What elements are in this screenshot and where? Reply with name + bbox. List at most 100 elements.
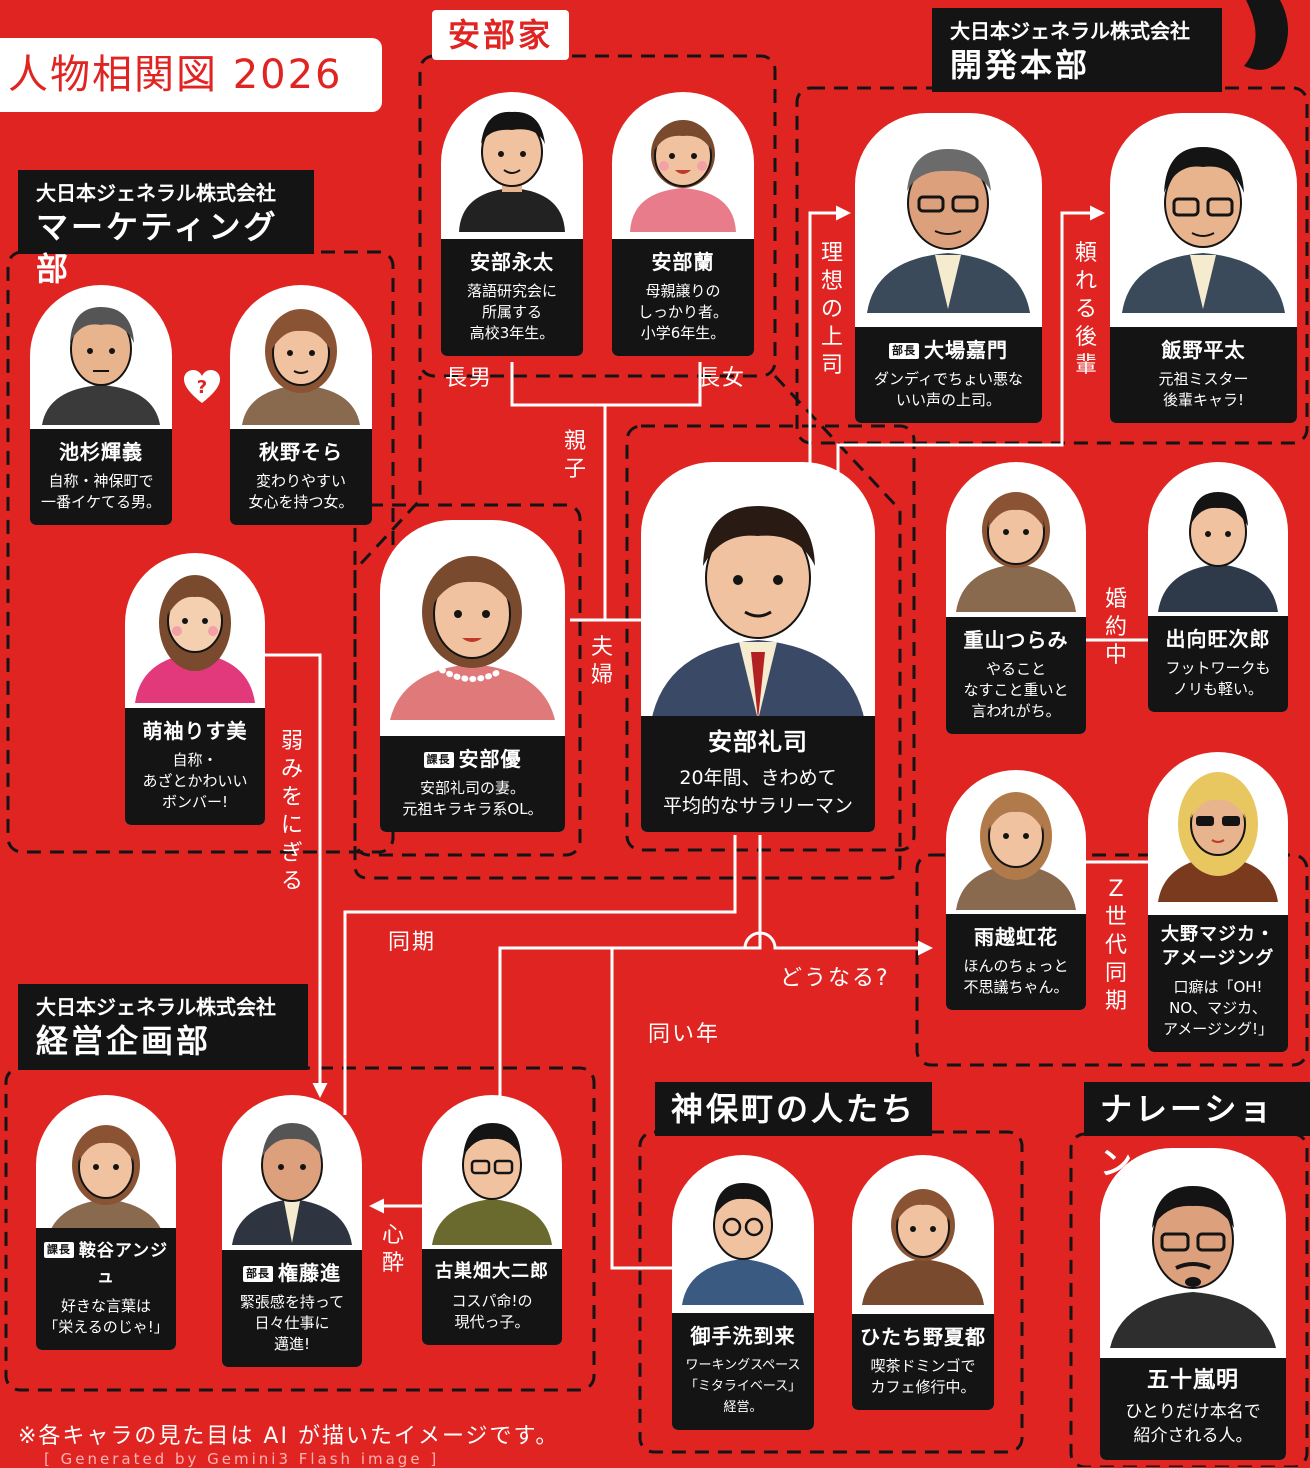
name-amakoshi: 雨越虹花 [974, 925, 1058, 949]
yu-border [353, 503, 582, 857]
desc-furusu: コスパ命!の 現代っ子。 [451, 1292, 533, 1331]
name-kuratani: 鞍谷アンジュ [78, 1241, 169, 1287]
nameplate-amakoshi: 雨越虹花 ほんのちょっと 不思議ちゃん。 [946, 914, 1086, 1010]
nameplate-moesode: 萌袖りす美 自称・ あざとかわいい ボンバー! [125, 708, 265, 825]
marketing-border [6, 250, 395, 854]
portrait-eita-icon [459, 111, 565, 232]
name-moesode: 萌袖りす美 [142, 719, 248, 743]
desc-gondo: 緊張感を持って 日々仕事に 邁進! [239, 1293, 345, 1353]
name-ikesugi: 池杉輝義 [59, 440, 143, 464]
credit: [ Generated by Gemini3 Flash image ] [44, 1450, 440, 1468]
line-onaidoshi [498, 946, 745, 1120]
rel-chonan: 長男 [445, 366, 494, 391]
card-furusu: 古巣畑大二郎 コスパ命!の 現代っ子。 [422, 1095, 562, 1345]
desc-demukai: フットワークも ノリも軽い。 [1165, 659, 1271, 698]
desc-hitachino: 喫茶ドミンゴで カフェ修行中。 [870, 1357, 976, 1396]
portrait-mitarai-icon [682, 1183, 804, 1305]
desc-ono: 口癖は「OH! NO、マジカ、 アメージング!」 [1163, 978, 1273, 1038]
desc-ooba: ダンディでちょい悪な いい声の上司。 [874, 370, 1023, 409]
group-label-dev: 大日本ジェネラル株式会社 開発本部 [932, 8, 1222, 92]
card-mitarai: 御手洗到来 ワーキングスペース 「ミタライベース」 経営。 [672, 1155, 814, 1430]
card-igarashi: 五十嵐明 ひとりだけ本名で 紹介される人。 [1100, 1148, 1286, 1460]
desc-reiji: 20年間、きわめて 平均的なサラリーマン [662, 767, 853, 817]
portrait-hitachino-icon [862, 1189, 984, 1305]
portrait-ono-icon [1158, 772, 1278, 902]
name-furusu: 古巣畑大二郎 [435, 1261, 549, 1282]
nameplate-reiji: 安部礼司 20年間、きわめて 平均的なサラリーマン [641, 716, 875, 832]
portrait-ooba-icon [867, 149, 1030, 313]
rel-yowami: 弱みをにぎる [280, 729, 305, 894]
rel-fuufu: 夫婦 [590, 635, 615, 688]
portrait-moesode-icon [135, 575, 255, 703]
line-riso [808, 205, 851, 480]
nameplate-mitarai: 御手洗到来 ワーキングスペース 「ミタライベース」 経営。 [672, 1313, 814, 1430]
portrait-iino-icon [1122, 147, 1285, 313]
badge-ooba: 部長 [889, 343, 919, 359]
card-hitachino: ひたち野夏都 喫茶ドミンゴで カフェ修行中。 [852, 1155, 994, 1410]
name-eita: 安部永太 [470, 250, 554, 274]
portrait-shigeyama-icon [956, 492, 1076, 612]
line-onaidoshi-2 [610, 948, 680, 1270]
line-tayoreru [836, 205, 1105, 495]
card-akino: 秋野そら 変わりやすい 女心を持つ女。 [230, 285, 372, 525]
page-title: 人物相関図 2026 [8, 52, 343, 98]
card-kuratani: 課長鞍谷アンジュ 好きな言葉は 「栄えるのじゃ!」 [36, 1095, 176, 1350]
abe-family-border-ext [353, 374, 902, 880]
zgen-border [915, 853, 1309, 1067]
nameplate-yu: 課長安部優 安部礼司の妻。 元祖キラキラ系OL。 [380, 736, 565, 832]
card-eita: 安部永太 落語研究会に 所属する 高校3年生。 [441, 92, 583, 356]
card-iino: 飯野平太 元祖ミスター 後輩キャラ! [1110, 113, 1297, 423]
rel-douka: 同期 [388, 930, 437, 955]
portrait-ran-icon [630, 120, 736, 232]
nameplate-gondo: 部長権藤進 緊張感を持って 日々仕事に 邁進! [222, 1250, 362, 1367]
portrait-ikesugi-icon [42, 307, 160, 425]
name-reiji: 安部礼司 [708, 728, 808, 756]
name-hitachino: ひたち野夏都 [860, 1325, 986, 1349]
nameplate-shigeyama: 重山つらみ やること なすこと重いと 言われがち。 [946, 617, 1086, 734]
name-iino: 飯野平太 [1161, 338, 1246, 362]
portrait-demukai-icon [1158, 492, 1278, 612]
nameplate-furusu: 古巣畑大二郎 コスパ命!の 現代っ子。 [422, 1249, 562, 1345]
desc-iino: 元祖ミスター 後輩キャラ! [1158, 370, 1249, 409]
name-ran: 安部蘭 [651, 250, 715, 274]
name-shigeyama: 重山つらみ [963, 628, 1069, 652]
group-label-narration: ナレーション [1084, 1082, 1310, 1182]
rel-tayoreru: 頼れる後輩 [1074, 241, 1099, 378]
nameplate-eita: 安部永太 落語研究会に 所属する 高校3年生。 [441, 239, 583, 356]
line-ran [605, 362, 702, 407]
line-eita [510, 362, 605, 407]
rel-onaidoshi: 同い年 [648, 1022, 721, 1047]
name-ono: 大野マジカ・ アメージング [1161, 924, 1275, 969]
footnote: ※各キャラの見た目は AI が描いたイメージです。 [18, 1424, 560, 1449]
badge-kuratani: 課長 [43, 1242, 74, 1258]
rel-shinsui: 心酔 [381, 1223, 406, 1276]
group-label-planning: 大日本ジェネラル株式会社 経営企画部 [18, 984, 308, 1070]
desc-kuratani: 好きな言葉は 「栄えるのじゃ!」 [43, 1297, 169, 1336]
desc-igarashi: ひとりだけ本名で 紹介される人。 [1125, 1402, 1261, 1446]
card-shigeyama: 重山つらみ やること なすこと重いと 言われがち。 [946, 462, 1086, 734]
card-gondo: 部長権藤進 緊張感を持って 日々仕事に 邁進! [222, 1095, 362, 1367]
group-label-jimbocho: 神保町の人たち [655, 1082, 933, 1136]
card-ono: 大野マジカ・ アメージング 口癖は「OH! NO、マジカ、 アメージング!」 [1148, 752, 1288, 1052]
nameplate-ran: 安部蘭 母親譲りの しっかり者。 小学6年生。 [612, 239, 754, 356]
portrait-yu-icon [390, 556, 555, 720]
name-igarashi: 五十嵐明 [1146, 1368, 1239, 1393]
heart-question: ? [197, 377, 207, 398]
rel-riso: 理想の上司 [820, 241, 845, 378]
decorative-shape [1244, 0, 1288, 70]
desc-eita: 落語研究会に 所属する 高校3年生。 [466, 282, 557, 342]
card-moesode: 萌袖りす美 自称・ あざとかわいい ボンバー! [125, 553, 265, 825]
name-mitarai: 御手洗到来 [690, 1324, 796, 1348]
reiji-border [625, 424, 916, 852]
group-label-abe: 安部家 [432, 10, 570, 60]
line-yowami [264, 653, 328, 1098]
rel-konyaku: 婚約中 [1104, 587, 1129, 668]
name-demukai: 出向旺次郎 [1165, 627, 1271, 651]
nameplate-ikesugi: 池杉輝義 自称・神保町で 一番イケてる男。 [30, 429, 172, 525]
card-ooba: 部長大場嘉門 ダンディでちょい悪な いい声の上司。 [855, 113, 1042, 423]
page-title-box: 人物相関図 2026 [0, 38, 382, 112]
rel-zsedai: Z世代同期 [1104, 877, 1129, 1014]
badge-gondo: 部長 [243, 1266, 273, 1282]
portrait-amakoshi-icon [956, 792, 1076, 910]
nameplate-demukai: 出向旺次郎 フットワークも ノリも軽い。 [1148, 616, 1288, 712]
